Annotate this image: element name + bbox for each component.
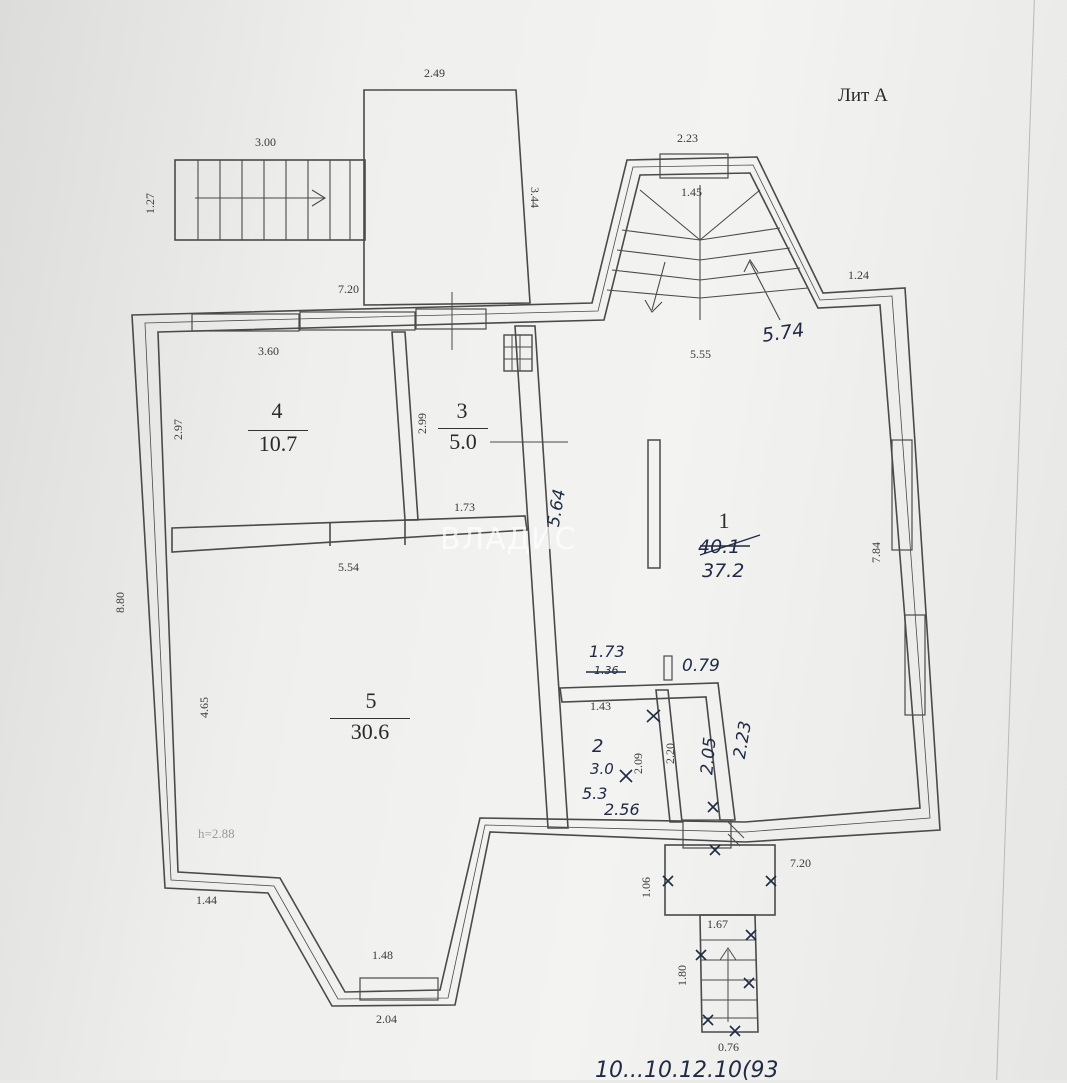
room-1-area: 37.2 <box>702 560 745 582</box>
room-1-area-old: 40.1 <box>698 536 741 558</box>
cross-marks <box>619 709 777 1037</box>
room-4-number: 4 <box>271 398 283 423</box>
dim-1-45: 1.45 <box>681 185 702 199</box>
column <box>647 439 661 569</box>
hand-dim-0-79: 0.79 <box>682 656 720 676</box>
stair-bottom <box>699 914 759 1033</box>
window-bottom <box>359 977 439 1001</box>
hand-dim-2-56: 2.56 <box>604 800 640 819</box>
ceiling-height-note: h=2.88 <box>198 826 235 841</box>
room-3-number: 3 <box>456 398 468 423</box>
outer-wall-inner <box>157 172 921 993</box>
dim-1-44: 1.44 <box>196 893 217 907</box>
dim-2-04: 2.04 <box>376 1012 397 1026</box>
room-3-area: 5.0 <box>438 428 488 455</box>
dim-4-65: 4.65 <box>197 697 211 718</box>
room-2-area-old: 3.0 <box>590 760 614 778</box>
wall-bathroom-divider <box>655 689 683 823</box>
dim-7-84: 7.84 <box>869 542 883 563</box>
dim-8-80: 8.80 <box>113 592 127 613</box>
room-1-number: 1 <box>718 508 730 533</box>
wall-rooms-3-1 <box>514 325 569 829</box>
stair-bay <box>606 185 809 321</box>
dim-1-43: 1.43 <box>590 699 611 713</box>
hand-dim-2-05: 2.05 <box>697 736 721 776</box>
footer-handwriting: 10...10.12.10(93 <box>595 1058 779 1083</box>
dim-1-24: 1.24 <box>848 268 869 282</box>
dim-3-00: 3.00 <box>255 135 276 149</box>
dim-1-06: 1.06 <box>639 877 653 898</box>
room-2-number: 2 <box>592 736 604 757</box>
dim-2-97: 2.97 <box>171 419 185 440</box>
dim-1-27: 1.27 <box>143 193 157 214</box>
window-right-upper <box>891 439 913 551</box>
window-top-mid <box>299 311 416 331</box>
porch-bottom <box>664 844 776 916</box>
dim-1-67: 1.67 <box>707 917 728 931</box>
watermark: ВЛАДИС <box>440 522 577 557</box>
room-4-area: 10.7 <box>248 430 308 457</box>
vent-shaft <box>503 334 533 372</box>
window-bay-top <box>659 153 729 179</box>
outer-wall-outer <box>131 156 941 1007</box>
dim-7-20-right: 7.20 <box>790 856 811 870</box>
dim-5-54: 5.54 <box>338 560 359 574</box>
wall-rooms-4-5 <box>171 515 528 553</box>
dim-0-76: 0.76 <box>718 1040 739 1054</box>
window-right-lower <box>904 614 926 716</box>
dim-7-20-top: 7.20 <box>338 282 359 296</box>
partition-stub <box>663 655 673 681</box>
dim-1-48: 1.48 <box>372 948 393 962</box>
dim-2-23: 2.23 <box>677 131 698 145</box>
outer-wall-mid <box>144 164 931 1000</box>
door-top <box>415 308 487 330</box>
hand-dim-1-36: 1.36 <box>594 664 619 677</box>
dim-1-80: 1.80 <box>675 965 689 986</box>
plan-title: Лит А <box>838 85 888 106</box>
dim-2-99: 2.99 <box>415 413 429 434</box>
dim-2-20: 2.20 <box>663 743 677 764</box>
dim-2-49: 2.49 <box>424 66 445 80</box>
dim-5-55: 5.55 <box>690 347 711 361</box>
window-top-left <box>191 313 300 332</box>
hand-dim-1-73: 1.73 <box>589 642 625 661</box>
dim-3-60: 3.60 <box>258 344 279 358</box>
dim-1-73: 1.73 <box>454 500 475 514</box>
room-2-area: 5.3 <box>582 784 608 803</box>
room-5-area: 30.6 <box>330 718 410 745</box>
porch-top <box>363 89 531 306</box>
dim-3-44: 3.44 <box>528 187 542 208</box>
dim-2-09: 2.09 <box>631 753 645 774</box>
room-5-number: 5 <box>365 688 377 713</box>
stair-top-left <box>174 159 366 241</box>
